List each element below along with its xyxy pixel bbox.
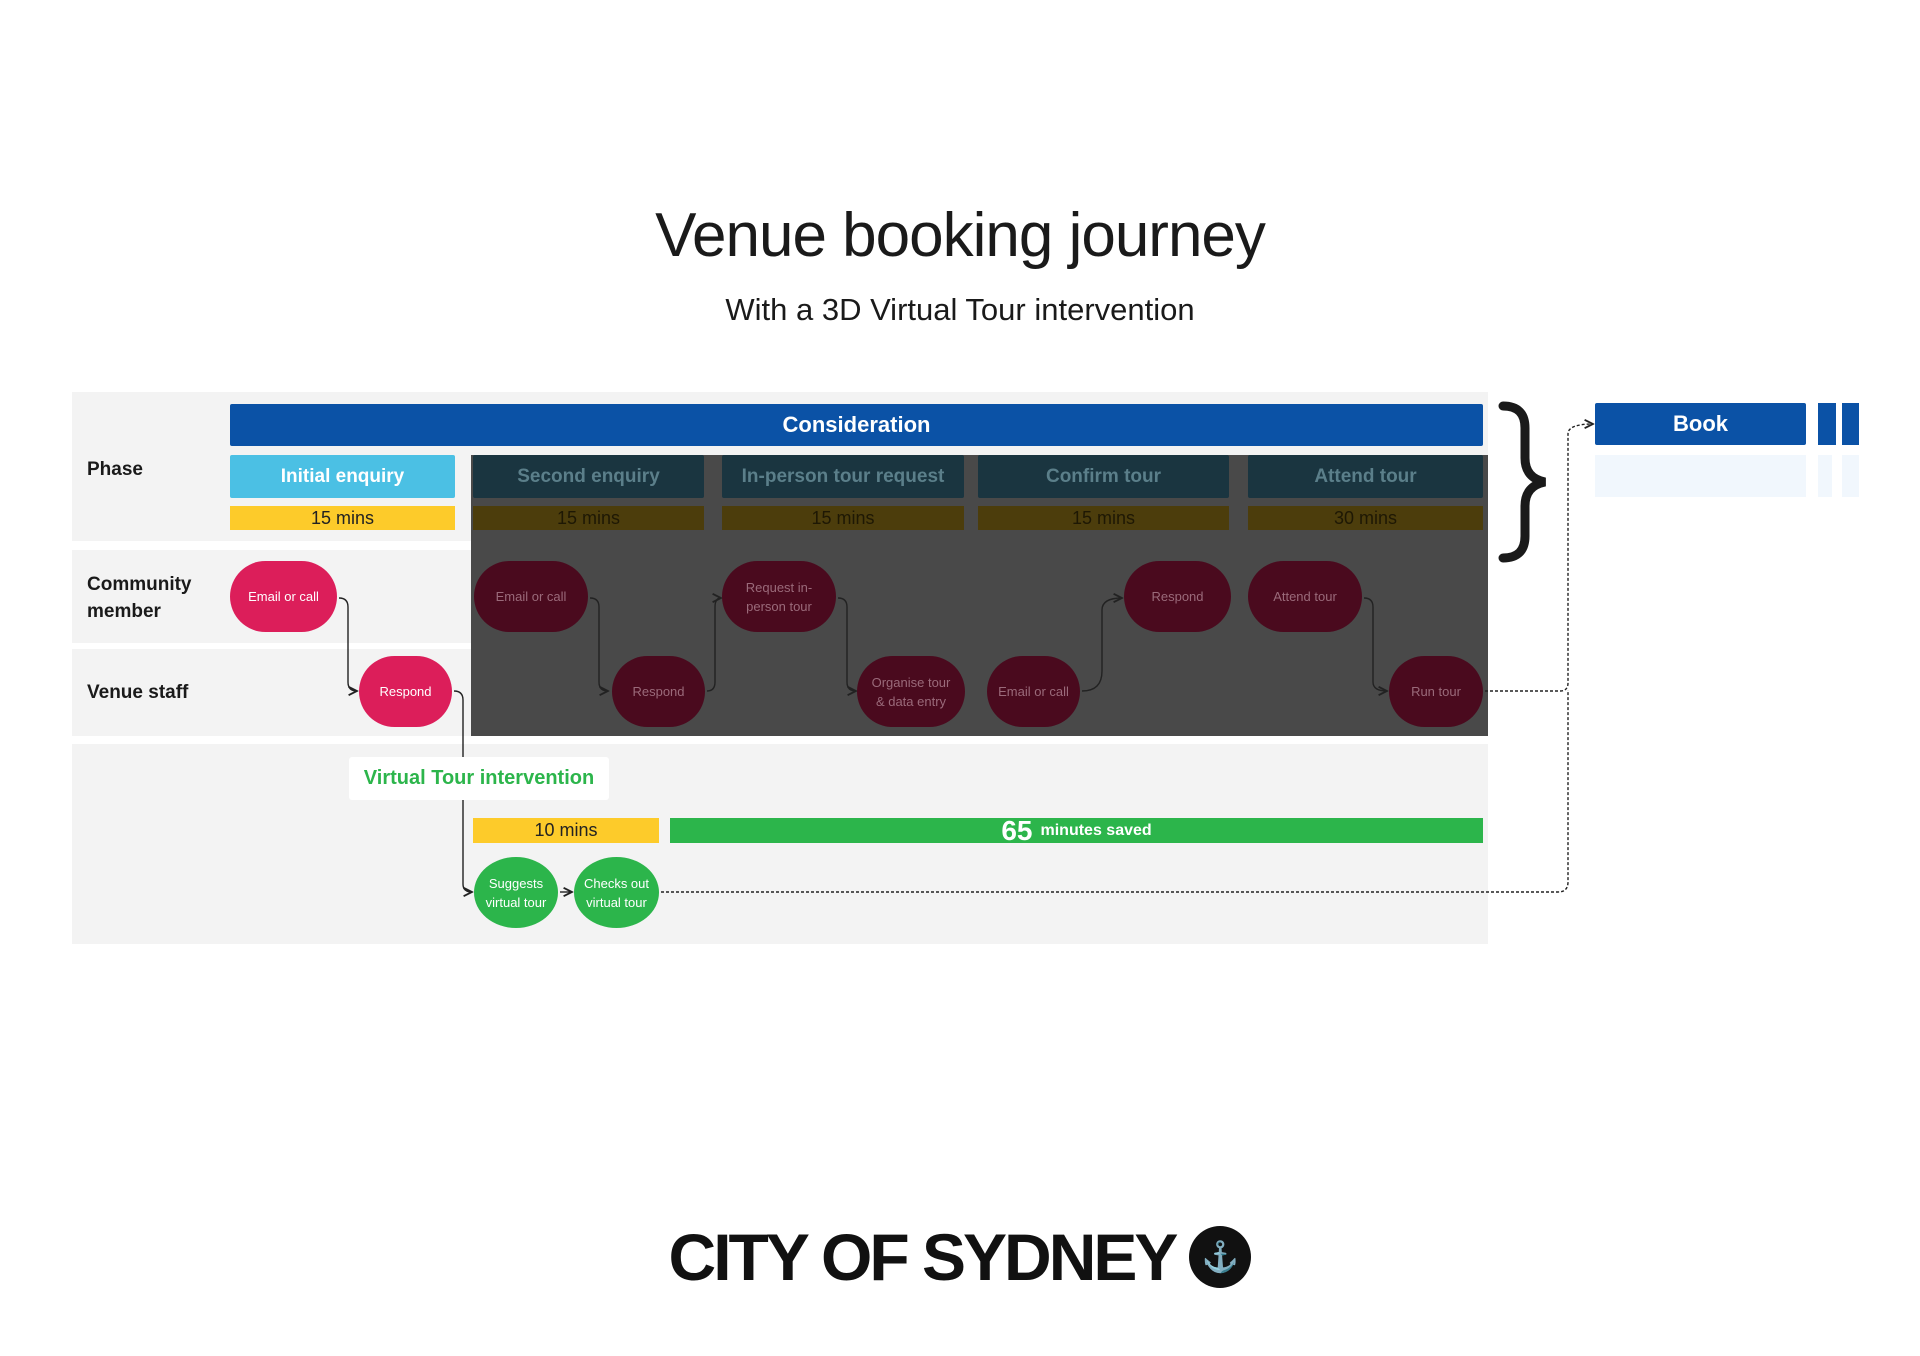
dashed-connector (1485, 424, 1593, 692)
dashed-connector (661, 690, 1569, 893)
city-of-sydney-logo: CITY OF SYDNEY (668, 1220, 1179, 1294)
phase-time: 15 mins (722, 506, 964, 530)
connector (1081, 598, 1122, 692)
page-subtitle: With a 3D Virtual Tour intervention (725, 292, 1195, 327)
book-subphase-placeholder (1595, 455, 1806, 497)
intervention-label: Virtual Tour intervention (349, 757, 609, 800)
minutes-saved-number: 65 (1001, 814, 1033, 846)
logo-row: CITY OF SYDNEY ⚓ (0, 1222, 1920, 1292)
phase-second-enquiry: Second enquiry (473, 455, 704, 498)
connector (706, 598, 721, 692)
subphase-placeholder (1842, 455, 1859, 497)
row-label-staff: Venue staff (87, 682, 189, 703)
phase-attend-tour: Attend tour (1248, 455, 1483, 498)
connector (837, 597, 856, 691)
brace-icon (1498, 401, 1547, 563)
node-email-or-call: Email or call (987, 656, 1080, 727)
phase-time: 15 mins (978, 506, 1229, 530)
connector (338, 597, 357, 691)
phase-time: 15 mins (230, 506, 455, 530)
node-request-in-person-tour: Request in-person tour (722, 561, 836, 632)
row-label-phase: Phase (87, 459, 143, 480)
subphase-placeholder (1818, 455, 1832, 497)
consideration-bar: Consideration (230, 404, 1483, 446)
phase-time: 15 mins (473, 506, 704, 530)
node-respond: Respond (359, 656, 452, 727)
intervention-lane (72, 744, 1488, 944)
node-respond: Respond (612, 656, 705, 727)
book-bar: Book (1595, 403, 1806, 445)
intervention-time: 10 mins (473, 818, 659, 843)
phase-bar-stub (1842, 403, 1859, 445)
city-emblem-icon: ⚓ (1189, 1226, 1252, 1288)
phase-bar-stub (1818, 403, 1836, 445)
minutes-saved-bar: 65 minutes saved (670, 815, 1483, 846)
node-run-tour: Run tour (1389, 656, 1483, 727)
node-respond: Respond (1124, 561, 1231, 632)
phase-initial-enquiry: Initial enquiry (230, 455, 455, 498)
minutes-saved-text: minutes saved (1040, 821, 1152, 839)
node-email-or-call: Email or call (230, 561, 337, 632)
node-email-or-call: Email or call (474, 561, 588, 632)
node-checks-out-virtual-tour: Checks out virtual tour (574, 857, 659, 928)
node-suggests-virtual-tour: Suggests virtual tour (474, 857, 558, 928)
phase-in-person-tour-request: In-person tour request (722, 455, 964, 498)
phase-time: 30 mins (1248, 506, 1483, 530)
page-title: Venue booking journey (655, 201, 1266, 270)
phase-confirm-tour: Confirm tour (978, 455, 1229, 498)
node-organise-tour: Organise tour & data entry (857, 656, 965, 727)
row-label-community: Community member (87, 574, 192, 622)
node-attend-tour: Attend tour (1248, 561, 1362, 632)
connector (589, 597, 608, 691)
connector (1363, 597, 1387, 691)
